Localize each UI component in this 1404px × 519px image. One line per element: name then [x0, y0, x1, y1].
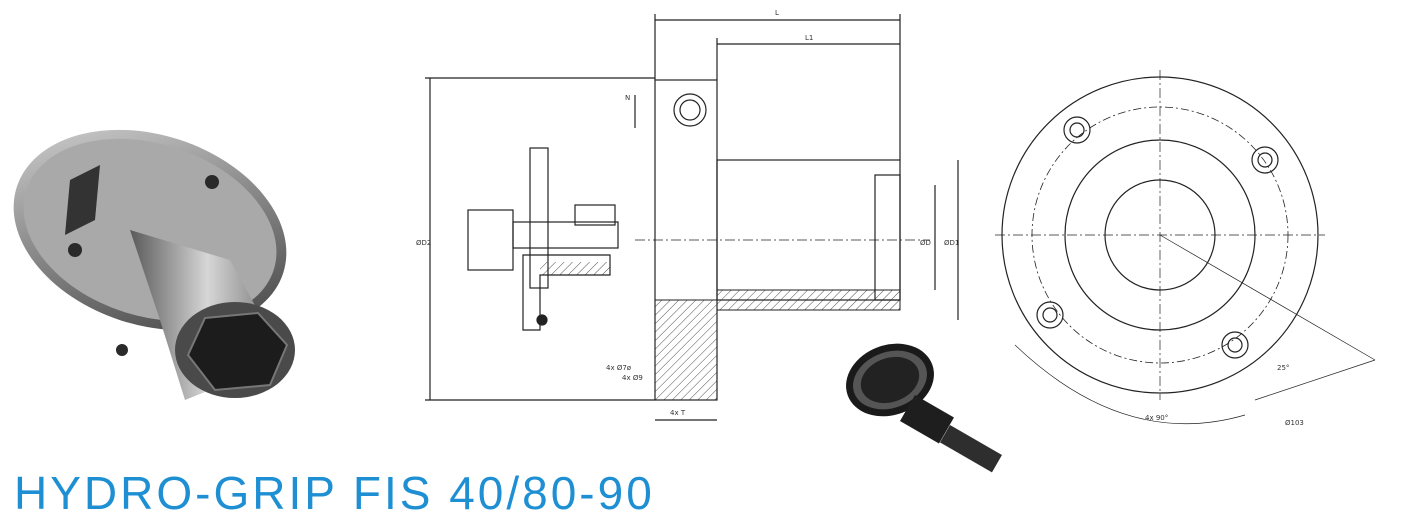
dim-D: ØD	[920, 239, 931, 247]
dim-L: L	[775, 9, 779, 17]
dim-L1: L1	[805, 34, 813, 42]
dim-angle-25: 25°	[1277, 364, 1289, 372]
dim-bolt: 4x T	[670, 409, 686, 417]
product-title: HYDRO-GRIP FIS 40/80-90	[14, 467, 655, 519]
dim-D2: ØD2	[416, 239, 431, 247]
hub-flange-photo	[13, 129, 295, 400]
dim-hole-a: 4x Ø7ø	[606, 364, 632, 372]
side-section-drawing: L L1 N ØD2 ØD ØD1 4x Ø7ø 4x Ø9 4x T	[416, 9, 959, 421]
dim-angle-90: 4x 90°	[1145, 414, 1168, 422]
dim-pcd: Ø103	[1285, 419, 1304, 427]
dim-N: N	[625, 94, 630, 102]
dim-D1: ØD1	[944, 239, 959, 247]
front-view-drawing: 25° 4x 90° Ø103	[995, 70, 1376, 427]
clamp-knob-photo	[846, 343, 1002, 473]
dim-hole-b: 4x Ø9	[622, 374, 643, 382]
